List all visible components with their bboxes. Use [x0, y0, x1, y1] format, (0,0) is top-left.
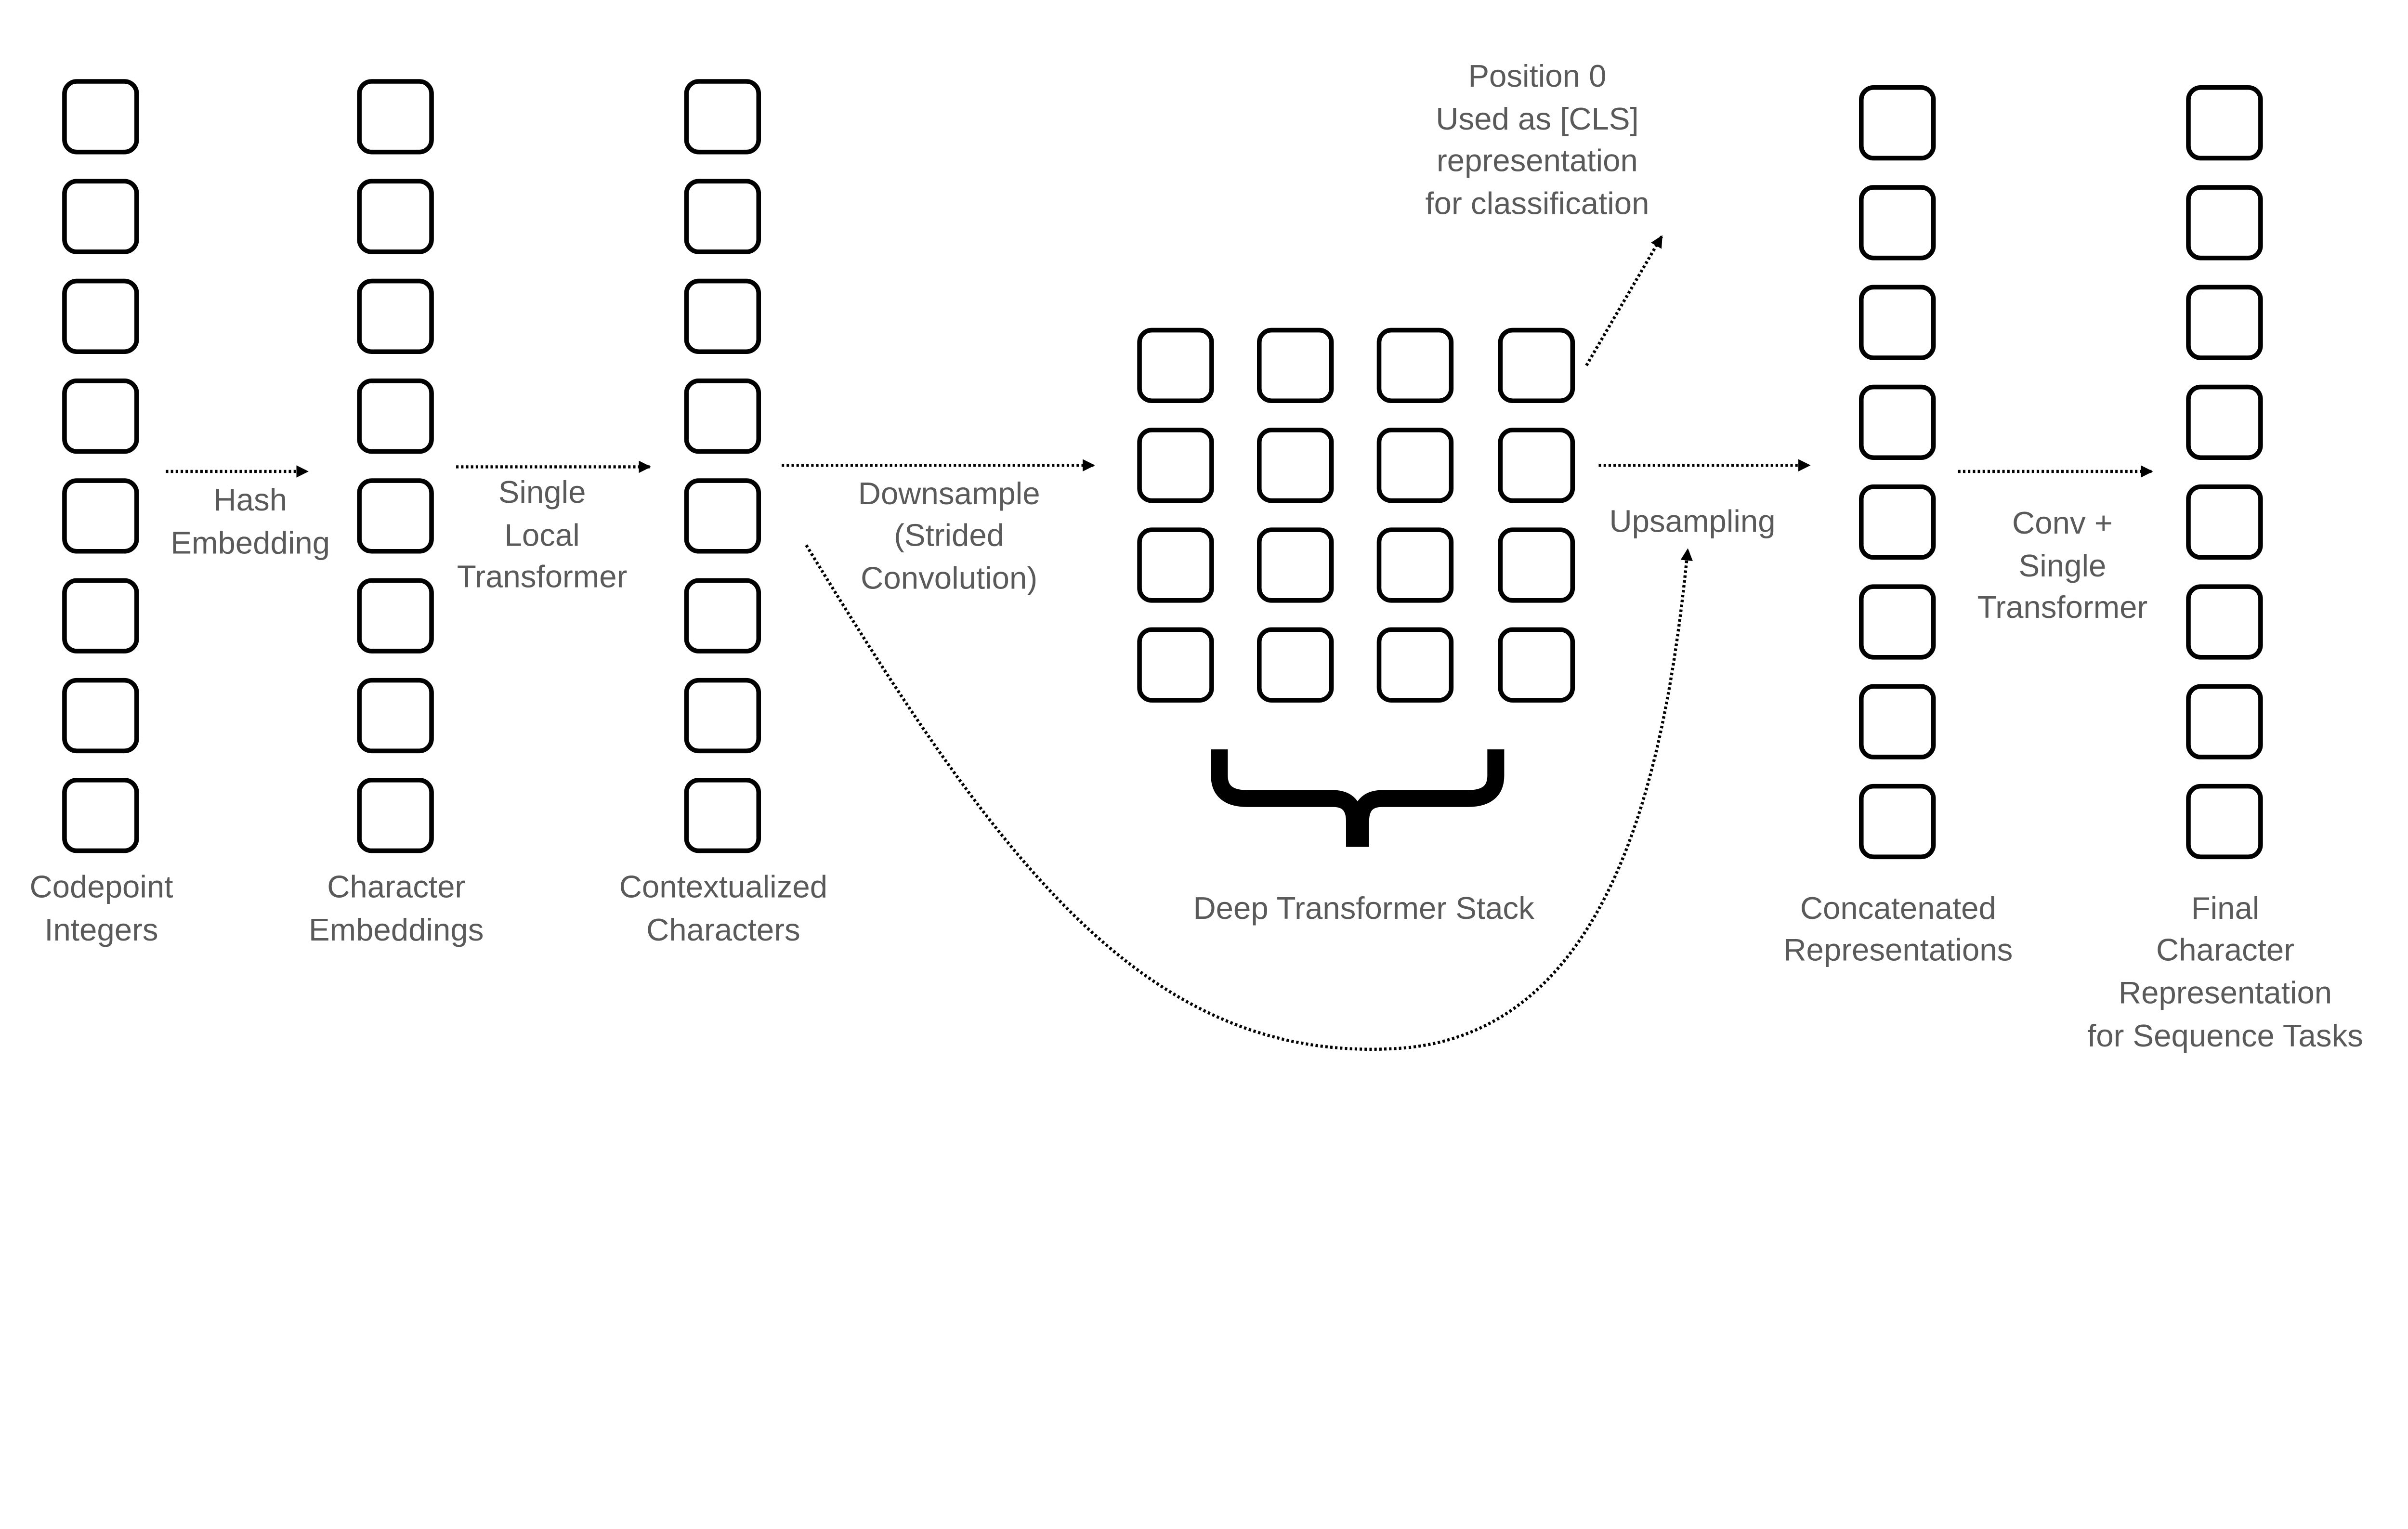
codepoint-box	[62, 179, 139, 254]
concatenated-representation-box	[1859, 384, 1936, 460]
downsampled-box	[1498, 627, 1575, 703]
final-representation-box	[2186, 484, 2263, 560]
label-upsampling: Upsampling	[1609, 504, 1775, 539]
downsampled-box	[1498, 527, 1575, 603]
final-representation-box	[2186, 285, 2263, 360]
label-downsample-1: Downsample	[858, 476, 1040, 511]
residual-skip-arrow	[805, 544, 1693, 1051]
downsampled-box	[1376, 527, 1454, 603]
label-final-2: Character	[2156, 932, 2294, 967]
concatenated-representation-box	[1859, 584, 1936, 660]
character-embedding-box	[357, 278, 434, 354]
contextualized-character-box	[684, 278, 761, 354]
label-contextual-1: Contextualized	[619, 869, 827, 904]
label-local-transformer-2: Local	[505, 517, 580, 552]
codepoint-box	[62, 79, 139, 155]
codepoint-box	[62, 678, 139, 754]
downsampled-box	[1137, 627, 1214, 703]
final-representation-box	[2186, 684, 2263, 759]
contextualized-character-box	[684, 778, 761, 853]
concatenated-representation-box	[1859, 285, 1936, 360]
label-deep-transformer-stack: Deep Transformer Stack	[1193, 890, 1534, 926]
contextualized-character-box	[684, 79, 761, 155]
label-final-3: Representation	[2119, 975, 2332, 1010]
character-embedding-box	[357, 478, 434, 554]
label-conv-transformer-1: Conv +	[2012, 505, 2113, 540]
label-cls-2: Used as [CLS]	[1436, 101, 1638, 136]
label-local-transformer-1: Single	[498, 474, 586, 510]
label-downsample-2: (Strided	[894, 517, 1004, 552]
downsampled-box	[1137, 428, 1214, 503]
box-layer	[62, 79, 2263, 860]
downsampled-box	[1498, 327, 1575, 404]
cls-arrow	[1585, 235, 1663, 366]
downsampled-box	[1257, 327, 1334, 404]
label-concat-1: Concatenated	[1800, 890, 1996, 926]
final-representation-box	[2186, 85, 2263, 161]
label-final-1: Final	[2191, 890, 2260, 926]
character-embedding-box	[357, 678, 434, 754]
character-embedding-box	[357, 79, 434, 155]
downsampled-box	[1498, 428, 1575, 503]
label-concat-2: Representations	[1783, 932, 2013, 967]
final-representation-box	[2186, 384, 2263, 460]
label-codepoint-2: Integers	[44, 912, 158, 947]
character-embedding-box	[357, 578, 434, 653]
downsampled-box	[1257, 627, 1334, 703]
codepoint-box	[62, 578, 139, 653]
final-representation-box	[2186, 784, 2263, 860]
concatenated-representation-box	[1859, 484, 1936, 560]
downsampled-box	[1376, 327, 1454, 404]
label-final-4: for Sequence Tasks	[2087, 1018, 2363, 1053]
label-hash-embedding-1: Hash	[213, 482, 287, 517]
downsampled-box	[1376, 627, 1454, 703]
codepoint-box	[62, 379, 139, 454]
codepoint-box	[62, 478, 139, 554]
downsampled-box	[1137, 327, 1214, 404]
canine-architecture-diagram: Hash Embedding Single Local Transformer …	[29, 58, 2363, 1053]
concatenated-representation-box	[1859, 185, 1936, 261]
contextualized-character-box	[684, 179, 761, 254]
label-char-emb-1: Character	[327, 869, 465, 904]
label-cls-4: for classification	[1425, 186, 1649, 221]
character-embedding-box	[357, 179, 434, 254]
deep-stack-brace	[1211, 749, 1505, 847]
label-cls-1: Position 0	[1468, 58, 1606, 93]
downsampled-box	[1257, 428, 1334, 503]
codepoint-box	[62, 278, 139, 354]
downsampled-box	[1257, 527, 1334, 603]
label-conv-transformer-3: Transformer	[1977, 589, 2147, 625]
label-local-transformer-3: Transformer	[457, 559, 627, 594]
concatenated-representation-box	[1859, 684, 1936, 759]
label-conv-transformer-2: Single	[2019, 548, 2107, 583]
label-downsample-3: Convolution)	[861, 561, 1037, 596]
label-char-emb-2: Embeddings	[309, 912, 484, 947]
label-hash-embedding-2: Embedding	[170, 525, 330, 560]
downsampled-box	[1137, 527, 1214, 603]
final-representation-box	[2186, 584, 2263, 660]
label-cls-3: representation	[1437, 143, 1638, 178]
character-embedding-box	[357, 379, 434, 454]
contextualized-character-box	[684, 578, 761, 653]
concatenated-representation-box	[1859, 784, 1936, 860]
codepoint-box	[62, 778, 139, 853]
label-codepoint-1: Codepoint	[29, 869, 173, 904]
final-representation-box	[2186, 185, 2263, 261]
contextualized-character-box	[684, 678, 761, 754]
character-embedding-box	[357, 778, 434, 853]
label-contextual-2: Characters	[646, 912, 800, 947]
concatenated-representation-box	[1859, 85, 1936, 161]
downsampled-box	[1376, 428, 1454, 503]
contextualized-character-box	[684, 379, 761, 454]
contextualized-character-box	[684, 478, 761, 554]
